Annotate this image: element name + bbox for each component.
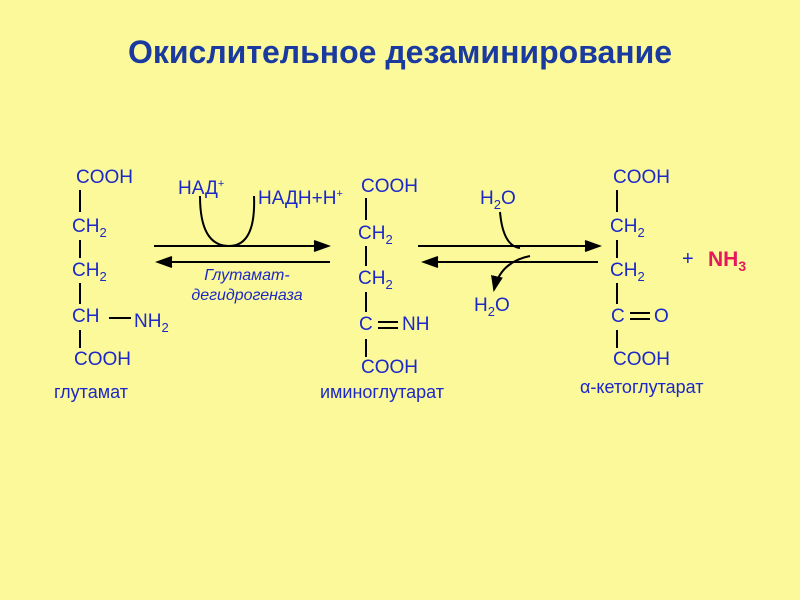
- enzyme-label-line2: дегидрогеназа: [191, 287, 303, 304]
- glutamate-carboxyl-bottom: COOH: [74, 349, 131, 370]
- ketoglutarate-oxo-group: O: [654, 306, 669, 327]
- step2-arrows: [418, 211, 602, 292]
- page-title: Окислительное дезаминирование: [127, 34, 673, 70]
- iminoglutarate-c: C: [359, 314, 373, 335]
- glutamate-amino-group: NH2: [134, 311, 169, 335]
- water-in-label: H2O: [480, 188, 516, 212]
- ketoglutarate-name: α-кетоглутарат: [580, 377, 704, 397]
- iminoglutarate-ch2-1: CH2: [358, 223, 393, 247]
- enzyme-label-line1: Глутамат-: [204, 267, 290, 284]
- ketoglutarate-ch2-1: CH2: [610, 216, 645, 240]
- glutamate-ch: CH: [72, 306, 100, 327]
- nadh-label: НАДН+Н+: [258, 188, 343, 209]
- ketoglutarate-carboxyl-top: COOH: [613, 167, 670, 188]
- ketoglutarate-c: C: [611, 306, 625, 327]
- glutamate-carboxyl-top: COOH: [76, 167, 133, 188]
- step1-arrows: [154, 195, 331, 268]
- plus-sign: +: [682, 248, 694, 270]
- water-out-label: H2O: [474, 295, 510, 319]
- nad-label: НАД+: [178, 178, 225, 199]
- iminoglutarate-ch2-2: CH2: [358, 268, 393, 292]
- iminoglutarate-name: иминоглутарат: [320, 382, 445, 402]
- iminoglutarate-imino-group: NH: [402, 314, 430, 335]
- enzyme-label: Глутамат- дегидрогеназа: [172, 266, 322, 306]
- iminoglutarate-carboxyl-top: COOH: [361, 176, 418, 197]
- glutamate-ch2-1: CH2: [72, 216, 107, 240]
- iminoglutarate-carboxyl-bottom: COOH: [361, 357, 418, 378]
- ammonia-label: NH3: [708, 248, 747, 274]
- ketoglutarate-ch2-2: CH2: [610, 260, 645, 284]
- ketoglutarate-bonds: [616, 190, 650, 348]
- glutamate-bonds: [79, 190, 131, 348]
- glutamate-name: глутамат: [54, 382, 128, 402]
- iminoglutarate-bonds: [365, 198, 398, 357]
- glutamate-ch2-2: CH2: [72, 260, 107, 284]
- ketoglutarate-carboxyl-bottom: COOH: [613, 349, 670, 370]
